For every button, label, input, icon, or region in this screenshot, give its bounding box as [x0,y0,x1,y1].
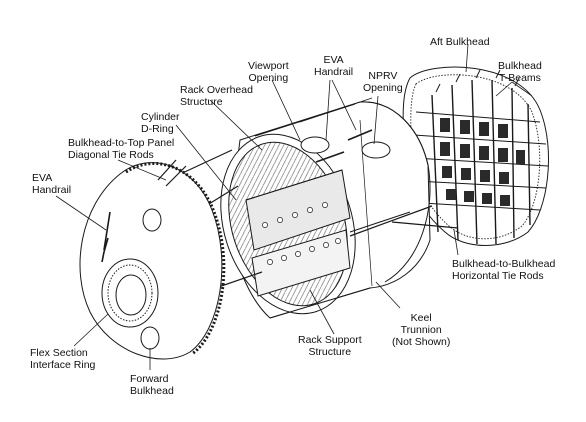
aft-bulkhead [402,66,549,246]
label-aft-bulkhead: Aft Bulkhead [430,36,490,48]
forward-bulkhead [79,159,226,360]
cylinder-module [220,97,431,319]
leader-lines [55,43,533,370]
